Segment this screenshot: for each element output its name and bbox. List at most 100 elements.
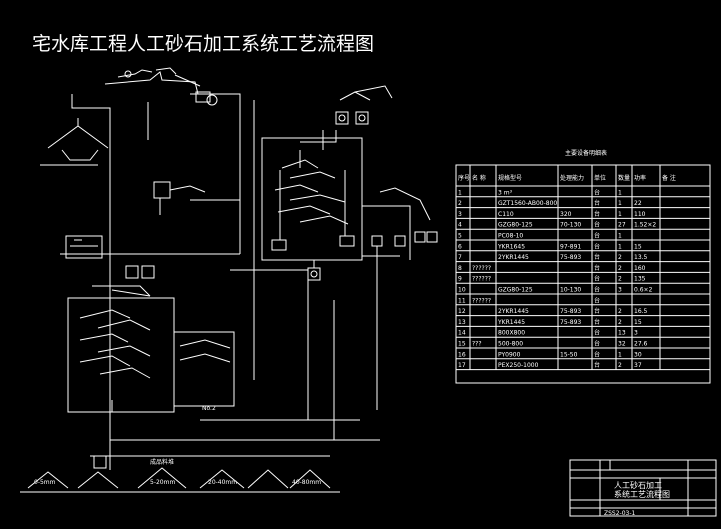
table-cell: 台 — [594, 296, 600, 304]
table-cell: 4 — [458, 222, 462, 229]
table-cell: 1 — [618, 243, 622, 250]
table-cell: 15 — [634, 243, 642, 250]
table-cell: 台 — [594, 318, 600, 326]
table-cell: 22 — [634, 200, 642, 207]
table-cell: 15-50 — [560, 351, 578, 358]
table-cell: 16 — [458, 351, 466, 358]
table-cell: 1 — [618, 351, 622, 358]
table-cell: PEX250-1000 — [498, 362, 539, 369]
table-cell: 70-130 — [560, 222, 581, 229]
table-cell: 台 — [594, 210, 600, 218]
table-cell: 台 — [594, 340, 600, 348]
flow-line-b — [190, 93, 241, 254]
table-header-cell: 名 称 — [472, 174, 486, 182]
table-header-cell: 数量 — [618, 174, 630, 182]
table-cell: 160 — [634, 265, 646, 272]
table-cell: PY0900 — [498, 351, 521, 358]
table-cell: 500-800 — [498, 341, 523, 348]
table-cell: GZG80-125 — [498, 287, 533, 294]
table-cell: 1 — [618, 189, 622, 196]
table-cell: 10-130 — [560, 287, 581, 294]
table-cell: 8 — [458, 265, 462, 272]
table-cell: 台 — [594, 232, 600, 240]
table-cell: 2YKR1445 — [498, 308, 529, 315]
table-cell: 9 — [458, 276, 462, 283]
table-cell: ?????? — [472, 265, 491, 272]
table-cell: 30 — [634, 351, 642, 358]
table-cell: 12 — [458, 308, 466, 315]
screen-house-upper — [261, 137, 363, 261]
product-stockpiles: 成品料堆 0-5mm 5-20mm 20-40mm 40-80mm — [20, 455, 340, 493]
table-cell: 320 — [560, 211, 572, 218]
table-cell: 台 — [594, 253, 600, 261]
table-cell: 13.5 — [634, 254, 648, 261]
table-cell: 27.6 — [634, 341, 648, 348]
table-cell: 2 — [618, 265, 622, 272]
table-column-lines — [469, 165, 661, 370]
table-cell: 台 — [594, 242, 600, 250]
drawing-name-2: 系统工艺流程图 — [614, 489, 670, 499]
flow-line-a — [71, 94, 111, 470]
table-title: 主要设备明细表 — [565, 149, 607, 157]
product-label: 成品料堆 — [150, 458, 174, 466]
table-cell: 13 — [458, 319, 466, 326]
table-cell: 台 — [594, 307, 600, 315]
table-cell: 10 — [458, 287, 466, 294]
table-cell: 110 — [634, 211, 646, 218]
table-cell: 2 — [458, 200, 462, 207]
drawing-name-1: 人工砂石加工 — [614, 480, 662, 490]
table-cell: 3 — [634, 330, 638, 337]
raw-feed — [104, 67, 218, 106]
table-cell: 台 — [594, 286, 600, 294]
table-header-row: 序号名 称 规格型号 处理能力 单位 数量功率 备 注 — [458, 174, 676, 182]
table-cell: 32 — [618, 341, 626, 348]
table-cell: 台 — [594, 188, 600, 196]
table-cell: 15 — [458, 341, 466, 348]
table-cell: GZG80-125 — [498, 222, 533, 229]
table-cell: ??? — [472, 341, 482, 348]
table-cell: 台 — [594, 199, 600, 207]
table-cell: 1 — [618, 200, 622, 207]
table-cell: 1.52×2 — [634, 222, 656, 229]
title-block: 人工砂石加工 系统工艺流程图 ZSS2-03-1 — [569, 459, 717, 517]
size-2: 5-20mm — [150, 479, 175, 486]
table-cell: 27 — [618, 222, 626, 229]
table-cell: 7 — [458, 254, 462, 261]
table-header-cell: 单位 — [594, 174, 606, 182]
table-cell: GZT1560-AB00-800 — [498, 200, 557, 207]
table-cell: 台 — [594, 329, 600, 337]
sheet-number: ZSS2-03-1 — [604, 510, 636, 517]
table-cell: 台 — [594, 361, 600, 369]
table-header-cell: 序号 — [458, 174, 470, 182]
drawing-title: 宅水库工程人工砂石加工系统工艺流程图 — [32, 33, 374, 55]
table-header-cell: 备 注 — [662, 174, 676, 182]
table-cell: 75-893 — [560, 319, 581, 326]
table-cell: 37 — [634, 362, 642, 369]
table-cell: 1 — [618, 233, 622, 240]
screen-house-lower — [67, 265, 175, 413]
table-cell: 1 — [458, 189, 462, 196]
table-cell: 3 m³ — [498, 189, 513, 196]
table-header-cell: 处理能力 — [560, 174, 584, 182]
table-header-cell: 功率 — [634, 174, 646, 182]
table-cell: 2 — [618, 276, 622, 283]
table-cell: 6 — [458, 243, 462, 250]
table-cell: 2YKR1445 — [498, 254, 529, 261]
primary-crushers — [300, 85, 393, 150]
table-cell: 台 — [594, 264, 600, 272]
table-cell: 135 — [634, 276, 646, 283]
table-cell: 97-891 — [560, 243, 581, 250]
table-cell: 1 — [618, 211, 622, 218]
table-cell: 2 — [618, 308, 622, 315]
size-1: 0-5mm — [34, 479, 56, 486]
table-cell: ?????? — [472, 297, 491, 304]
table-header-cell: 规格型号 — [498, 174, 522, 182]
screen-number: No.2 — [202, 405, 216, 412]
tertiary-units — [230, 187, 438, 410]
table-cell: 14 — [458, 330, 466, 337]
table-cell: 台 — [594, 221, 600, 229]
